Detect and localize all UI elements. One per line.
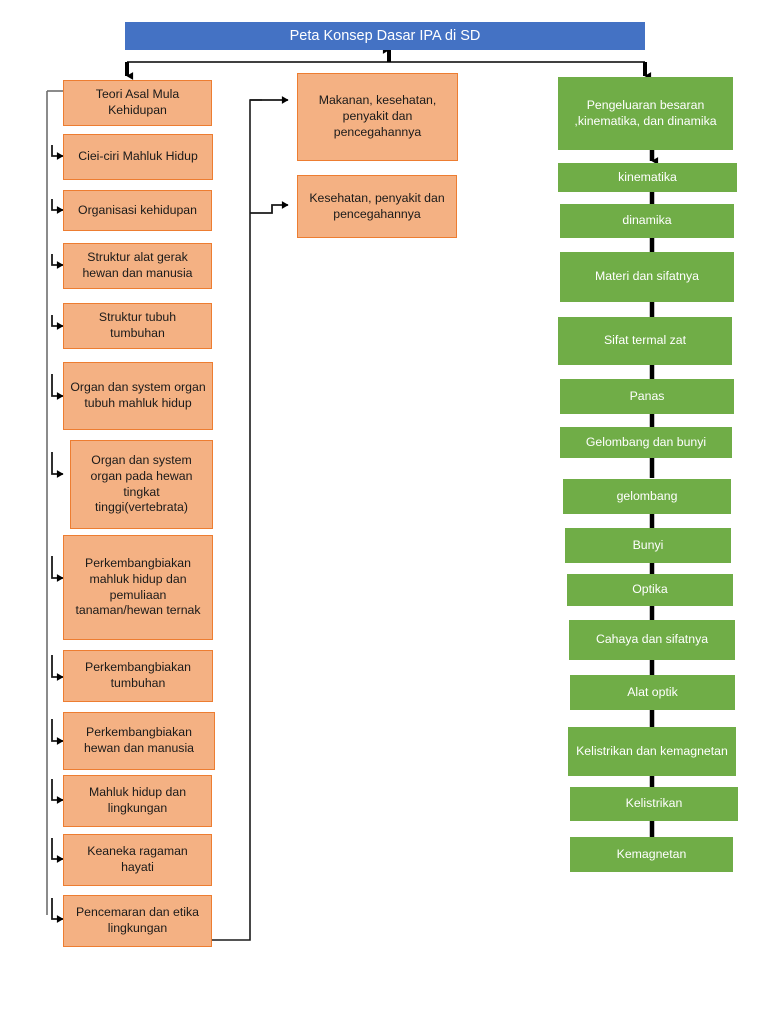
node-optika[interactable]: Optika: [567, 574, 733, 606]
node-makanan-kesehatan-penyakit[interactable]: Makanan, kesehatan, penyakit dan pencega…: [297, 73, 458, 161]
node-label: Organisasi kehidupan: [78, 202, 197, 217]
node-gelombang[interactable]: gelombang: [563, 479, 731, 514]
node-label: Mahluk hidup dan lingkungan: [88, 785, 187, 815]
node-struktur-alat-gerak[interactable]: Struktur alat gerak hewan dan manusia: [63, 243, 212, 289]
node-struktur-tubuh-tumbuhan[interactable]: Struktur tubuh tumbuhan: [63, 303, 212, 349]
node-pengeluaran-besaran-kinematika-dinamika[interactable]: Pengeluaran besaran ,kinematika, dan din…: [558, 77, 733, 150]
middle-column-spine: [212, 99, 262, 941]
node-label: Sifat termal zat: [603, 333, 686, 348]
node-label: Kelistrikan dan kemagnetan: [576, 743, 728, 758]
node-label: Keaneka ragaman hayati: [87, 844, 188, 874]
node-label: Panas: [629, 388, 665, 403]
node-label: dinamika: [622, 213, 672, 228]
node-mahluk-hidup-dan-lingkungan[interactable]: Mahluk hidup dan lingkungan: [63, 775, 212, 827]
node-label: Struktur alat gerak hewan dan manusia: [82, 250, 193, 280]
node-label: Gelombang dan bunyi: [585, 434, 707, 449]
node-kemagnetan[interactable]: Kemagnetan: [570, 837, 733, 872]
middle-column-elbows: [250, 96, 289, 214]
node-label: Cahaya dan sifatnya: [595, 632, 709, 647]
node-gelombang-dan-bunyi[interactable]: Gelombang dan bunyi: [560, 427, 732, 458]
node-kinematika[interactable]: kinematika: [558, 163, 737, 192]
node-materi-dan-sifatnya[interactable]: Materi dan sifatnya: [560, 252, 734, 302]
node-label: Organ dan system organ tubuh mahluk hidu…: [70, 380, 206, 410]
diagram-title: Peta Konsep Dasar IPA di SD: [125, 22, 645, 50]
node-label: Bunyi: [632, 537, 664, 552]
node-label: Organ dan system organ pada hewan tingka…: [90, 453, 193, 515]
node-teori-asal-mula-kehidupan[interactable]: Teori Asal Mula Kehidupan: [63, 80, 212, 126]
node-label: Perkembangbiakan tumbuhan: [85, 660, 191, 690]
node-label: Kesehatan, penyakit dan pencegahannya: [309, 190, 445, 221]
node-alat-optik[interactable]: Alat optik: [570, 675, 735, 710]
node-label: Perkembangbiakan mahluk hidup dan pemuli…: [75, 556, 201, 618]
node-bunyi[interactable]: Bunyi: [565, 528, 731, 563]
node-cahaya-dan-sifatnya[interactable]: Cahaya dan sifatnya: [569, 620, 735, 660]
node-label: Pencemaran dan etika lingkungan: [75, 905, 200, 935]
node-label: gelombang: [616, 488, 678, 503]
node-organisasi-kehidupan[interactable]: Organisasi kehidupan: [63, 190, 212, 231]
node-label: Makanan, kesehatan, penyakit dan pencega…: [318, 93, 437, 139]
node-label: Kemagnetan: [616, 846, 687, 861]
node-label: kinematika: [618, 169, 677, 184]
node-label: Pengeluaran besaran ,kinematika, dan din…: [574, 97, 717, 128]
node-pencemaran-dan-etika-lingkungan[interactable]: Pencemaran dan etika lingkungan: [63, 895, 212, 947]
node-label: Kelistrikan: [625, 796, 683, 811]
node-kesehatan-penyakit-pencegahan[interactable]: Kesehatan, penyakit dan pencegahannya: [297, 175, 457, 238]
diagram-title-text: Peta Konsep Dasar IPA di SD: [289, 27, 481, 44]
left-column-elbows: [51, 145, 64, 923]
node-organ-dan-system-organ-vertebrata[interactable]: Organ dan system organ pada hewan tingka…: [70, 440, 213, 529]
node-label: Perkembangbiakan hewan dan manusia: [83, 725, 195, 755]
node-keanekaragaman-hayati[interactable]: Keaneka ragaman hayati: [63, 834, 212, 886]
node-kelistrikan[interactable]: Kelistrikan: [570, 787, 738, 821]
node-perkembangbiakan-tumbuhan[interactable]: Perkembangbiakan tumbuhan: [63, 650, 213, 702]
node-perkembangbiakan-mahluk-hidup[interactable]: Perkembangbiakan mahluk hidup dan pemuli…: [63, 535, 213, 640]
node-label: Alat optik: [627, 684, 678, 699]
left-column-spine: [46, 90, 63, 915]
node-panas[interactable]: Panas: [560, 379, 734, 414]
node-dinamika[interactable]: dinamika: [560, 204, 734, 238]
node-organ-dan-system-organ-tubuh[interactable]: Organ dan system organ tubuh mahluk hidu…: [63, 362, 213, 430]
node-ciri-ciri-mahluk-hidup[interactable]: Ciei-ciri Mahluk Hidup: [63, 134, 213, 180]
node-label: Materi dan sifatnya: [595, 269, 699, 284]
node-label: Optika: [632, 582, 668, 597]
node-sifat-termal-zat[interactable]: Sifat termal zat: [558, 317, 732, 365]
node-label: Teori Asal Mula Kehidupan: [95, 87, 180, 117]
node-label: Ciei-ciri Mahluk Hidup: [78, 149, 198, 164]
node-label: Struktur tubuh tumbuhan: [98, 310, 177, 340]
node-perkembangbiakan-hewan-manusia[interactable]: Perkembangbiakan hewan dan manusia: [63, 712, 215, 770]
node-kelistrikan-dan-kemagnetan[interactable]: Kelistrikan dan kemagnetan: [568, 727, 736, 776]
